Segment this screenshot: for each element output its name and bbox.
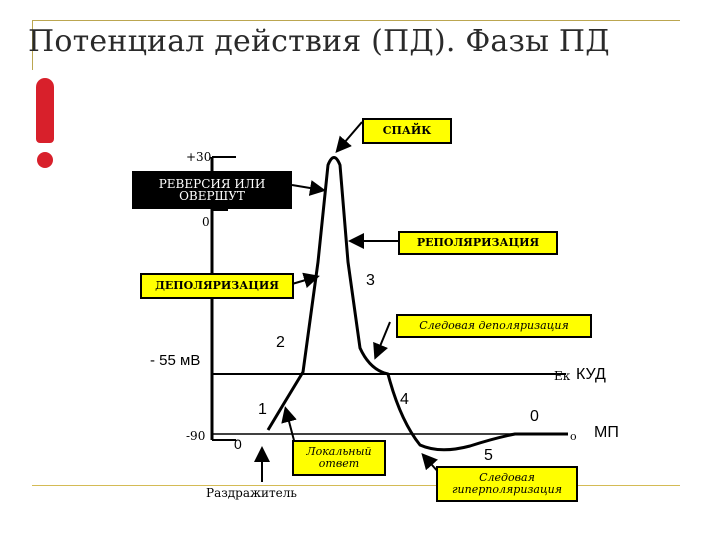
phase-0-left: 0 xyxy=(234,436,242,452)
label-kud: КУД xyxy=(576,366,606,383)
spike-arrow xyxy=(335,121,363,154)
action-potential-curve xyxy=(266,156,568,452)
phase-2: 2 xyxy=(276,334,285,351)
box-trace-hyperpolarization: Следовая гиперполяризация xyxy=(436,466,578,502)
phase-1: 1 xyxy=(258,401,267,418)
phase-4: 4 xyxy=(400,391,409,408)
axis-label-plus30: +30 xyxy=(186,150,212,164)
exclamation-dot-icon xyxy=(37,152,53,168)
frame-left-line xyxy=(32,20,33,70)
box-local-response: Локальный ответ xyxy=(292,440,386,476)
axis-label-minus90: -90 xyxy=(186,429,206,443)
slide-title: Потенциал действия (ПД). Фазы ПД xyxy=(28,24,610,59)
axis-label-zero: 0 xyxy=(202,215,210,229)
box-reversion: РЕВЕРСИЯ ИЛИ ОВЕРШУТ xyxy=(132,171,292,209)
label-stimulus: Раздражитель xyxy=(206,486,297,500)
reversion-arrow xyxy=(291,180,326,196)
phase-5: 5 xyxy=(484,447,493,464)
trace-depolarization-arrow xyxy=(373,321,391,360)
label-ek: Ек xyxy=(554,369,571,383)
frame-top-line xyxy=(32,20,680,21)
axis-label-minus55: - 55 мВ xyxy=(150,352,201,369)
box-spike: СПАЙК xyxy=(362,118,452,144)
box-trace-depolarization: Следовая деполяризация xyxy=(396,314,592,338)
exclamation-icon xyxy=(36,78,54,143)
phase-0-right: 0 xyxy=(530,408,539,425)
frame-bottom-line xyxy=(32,485,680,486)
phase-3: 3 xyxy=(366,272,375,289)
label-mp-o: о xyxy=(570,430,577,443)
depolarization-arrow xyxy=(291,272,320,289)
box-depolarization: ДЕПОЛЯРИЗАЦИЯ xyxy=(140,273,294,299)
label-mp: МП xyxy=(594,424,619,441)
box-repolarization: РЕПОЛЯРИЗАЦИЯ xyxy=(398,231,558,255)
